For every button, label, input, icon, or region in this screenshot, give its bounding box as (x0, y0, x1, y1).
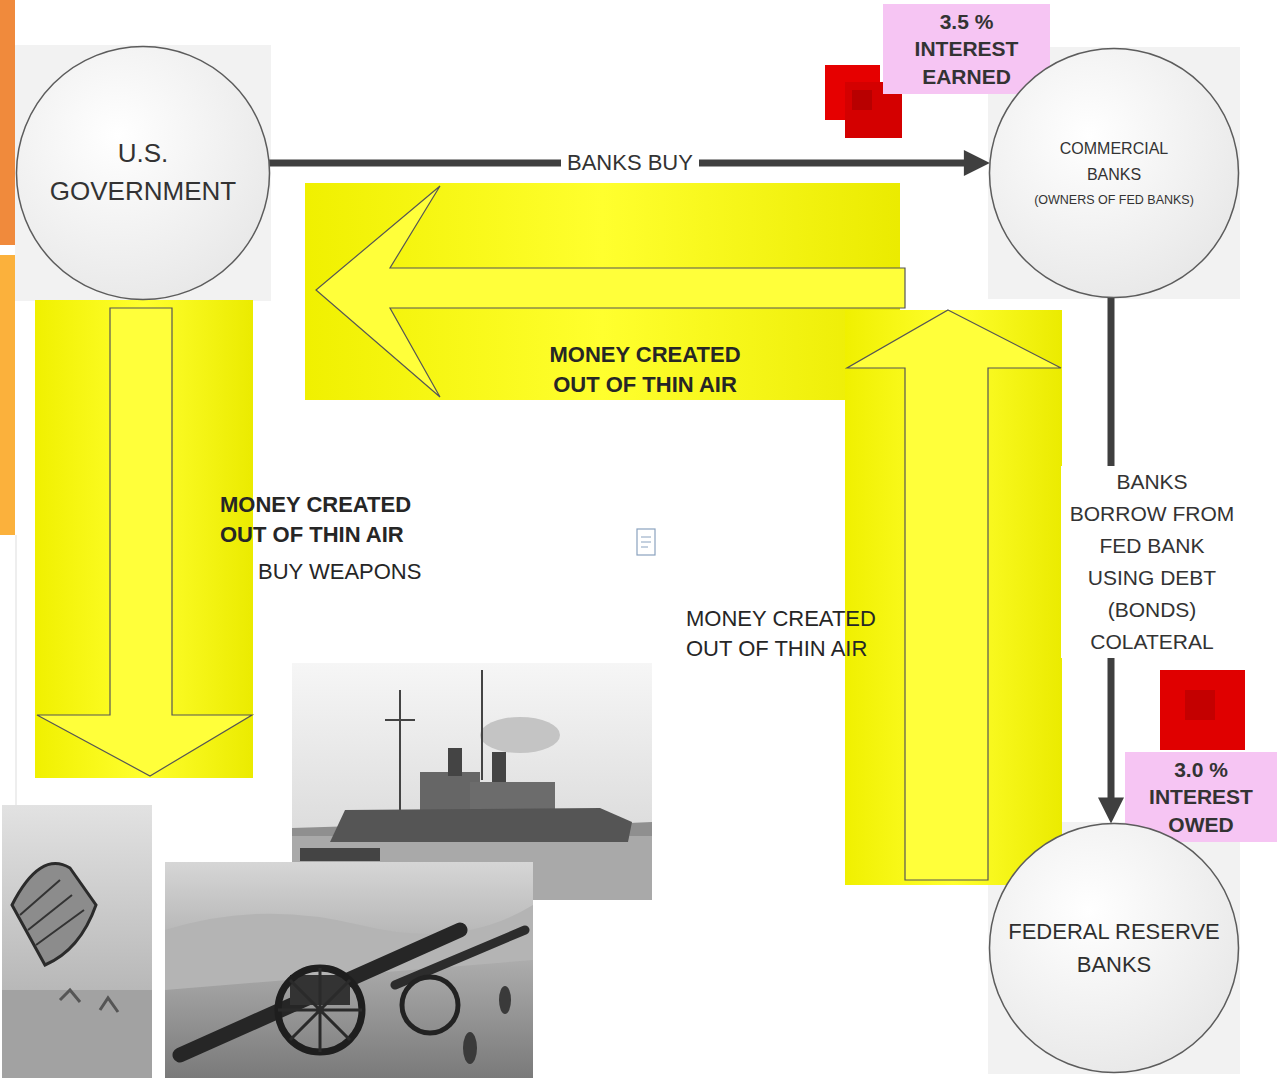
ship-hull (330, 808, 632, 842)
icon-lines (641, 537, 651, 547)
backing-square (988, 822, 1240, 1074)
soldier (463, 1032, 477, 1064)
circle-outline (988, 822, 1240, 1074)
tank-track (20, 880, 84, 945)
ground-detail (60, 990, 118, 1012)
smoke (480, 717, 560, 753)
document-icon (637, 529, 655, 555)
tank-photo (2, 805, 152, 1078)
node-text: U.S. GOVERNMENT (43, 135, 243, 210)
circle-outline (15, 45, 271, 301)
node-text: COMMERCIAL BANKS (1049, 136, 1179, 187)
node-text: (OWNERS OF FED BANKS) (1034, 190, 1194, 210)
edge-line (16, 535, 17, 805)
small-boat (300, 848, 380, 861)
circle-shape (990, 824, 1239, 1073)
red-square (1185, 690, 1215, 720)
node-text: FEDERAL RESERVE BANKS (1007, 915, 1222, 981)
wheel-spokes (278, 968, 362, 1052)
gun-barrel (395, 930, 525, 985)
artillery-photo (165, 862, 533, 1078)
tank-shape (12, 864, 96, 965)
ship-mast (385, 719, 415, 721)
arrow-caption: BUY WEAPONS (258, 557, 421, 587)
edge-bar (0, 255, 15, 535)
edge-label: BANKS BUY (561, 147, 699, 179)
photo-ground (165, 862, 533, 1078)
red-square (852, 90, 872, 110)
entity-circle: U.S. GOVERNMENT (15, 45, 271, 301)
arrow-head (1098, 798, 1124, 824)
arrow-head (964, 150, 990, 176)
yellow-band (845, 310, 1062, 885)
backing-square (15, 45, 271, 301)
ship-funnel (492, 752, 506, 782)
ship-deck (470, 782, 555, 810)
soldier (499, 986, 511, 1014)
ship-mast (481, 670, 483, 780)
photo-ground (2, 805, 152, 1078)
icon-page (637, 529, 655, 555)
red-square (1160, 670, 1245, 750)
arrow-caption: MONEY CREATED OUT OF THIN AIR (220, 490, 435, 550)
edge-bar (0, 0, 15, 245)
backing-square (988, 47, 1240, 299)
arrow-caption: MONEY CREATED OUT OF THIN AIR (530, 340, 760, 400)
entity-circle: COMMERCIAL BANKS (OWNERS OF FED BANKS) (988, 47, 1240, 299)
gun-wheel (278, 968, 362, 1052)
edge-label: BANKS BORROW FROM FED BANK USING DEBT (B… (1061, 466, 1243, 658)
block-arrow (37, 308, 252, 776)
arrow-caption: MONEY CREATED OUT OF THIN AIR (686, 604, 886, 664)
photo-ground (2, 990, 152, 1078)
ship-funnel (448, 748, 462, 776)
circle-shape (17, 47, 270, 300)
gun-barrel (180, 930, 460, 1055)
node-text: 3.5 % INTEREST EARNED (901, 8, 1032, 90)
block-arrow (847, 310, 1061, 880)
interest-note: 3.5 % INTEREST EARNED (883, 4, 1050, 94)
node-text: 3.0 % INTEREST OWED (1135, 756, 1267, 838)
entity-circle: FEDERAL RESERVE BANKS (988, 822, 1240, 1074)
gun-wheel (402, 977, 458, 1033)
circle-shape (990, 49, 1239, 298)
ship-mast (399, 690, 401, 810)
